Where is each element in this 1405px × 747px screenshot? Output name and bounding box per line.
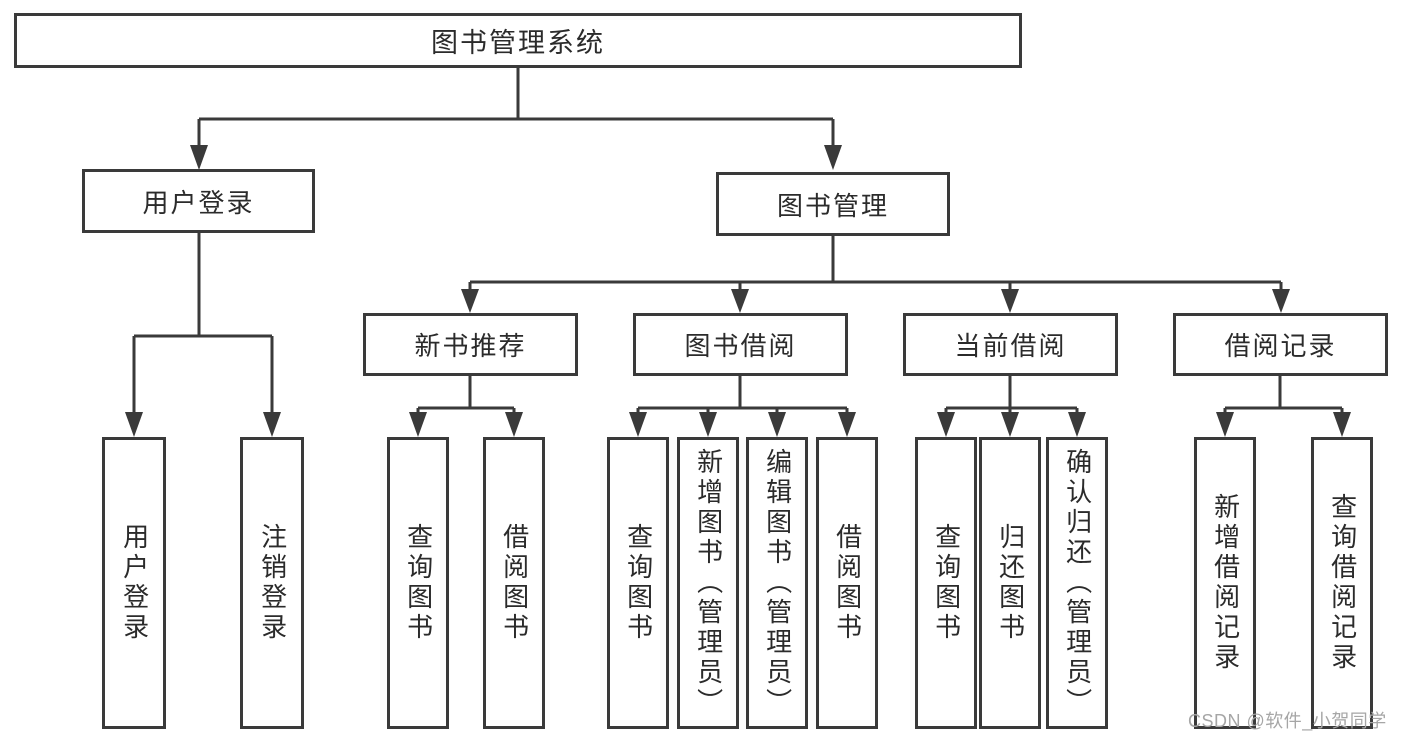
leaf-nb-query-books: 查询图书 — [387, 437, 449, 729]
leaf-bb-add-books-admin-label: 新增图书（管理员） — [693, 448, 724, 718]
leaf-br-add-borrow-record: 新增借阅记录 — [1194, 437, 1256, 729]
node-book-management-label: 图书管理 — [776, 190, 889, 221]
node-book-borrowing-label: 图书借阅 — [684, 331, 797, 361]
leaf-br-query-borrow-record: 查询借阅记录 — [1311, 437, 1373, 729]
leaf-bb-edit-books-admin: 编辑图书（管理员） — [746, 437, 808, 729]
leaf-bb-add-books-admin: 新增图书（管理员） — [677, 437, 739, 729]
node-borrowing-records-label: 借阅记录 — [1224, 331, 1337, 361]
node-new-book-recommendation: 新书推荐 — [363, 313, 578, 376]
leaf-cb-confirm-return-admin-label: 确认归还（管理员） — [1062, 448, 1093, 718]
node-user-login-label: 用户登录 — [142, 187, 255, 218]
leaf-cb-return-books: 归还图书 — [979, 437, 1041, 729]
leaf-cb-return-books-label: 归还图书 — [995, 523, 1026, 643]
node-root-label: 图书管理系统 — [431, 28, 605, 58]
node-current-borrowing: 当前借阅 — [903, 313, 1118, 376]
leaf-nb-borrow-books: 借阅图书 — [483, 437, 545, 729]
leaf-br-query-borrow-record-label: 查询借阅记录 — [1327, 493, 1358, 673]
leaf-bb-borrow-books: 借阅图书 — [816, 437, 878, 729]
node-root: 图书管理系统 — [14, 13, 1022, 68]
leaf-logout-label: 注销登录 — [257, 523, 288, 643]
connector-book-borrowing-children — [629, 376, 856, 437]
node-borrowing-records: 借阅记录 — [1173, 313, 1388, 376]
csdn-watermark: CSDN @软件_小贺同学 — [1188, 711, 1387, 731]
node-user-login: 用户登录 — [82, 169, 315, 233]
leaf-cb-query-books: 查询图书 — [915, 437, 977, 729]
leaf-bb-borrow-books-label: 借阅图书 — [832, 523, 863, 643]
leaf-bb-query-books-label: 查询图书 — [623, 523, 654, 643]
leaf-bb-query-books: 查询图书 — [607, 437, 669, 729]
node-book-management: 图书管理 — [716, 172, 950, 236]
connector-book-management-children — [461, 236, 1290, 313]
connector-root-to-level2 — [190, 68, 842, 170]
leaf-user-login-label: 用户登录 — [119, 523, 150, 643]
node-current-borrowing-label: 当前借阅 — [954, 331, 1067, 361]
connector-borrowing-records-children — [1216, 376, 1351, 437]
connector-current-borrowing-children — [937, 376, 1086, 437]
leaf-logout: 注销登录 — [240, 437, 304, 729]
leaf-cb-confirm-return-admin: 确认归还（管理员） — [1046, 437, 1108, 729]
node-book-borrowing: 图书借阅 — [633, 313, 848, 376]
leaf-user-login: 用户登录 — [102, 437, 166, 729]
connector-new-book-children — [409, 376, 523, 437]
node-new-book-recommendation-label: 新书推荐 — [414, 331, 527, 361]
leaf-br-add-borrow-record-label: 新增借阅记录 — [1210, 493, 1241, 673]
leaf-nb-query-books-label: 查询图书 — [403, 523, 434, 643]
leaf-nb-borrow-books-label: 借阅图书 — [499, 523, 530, 643]
leaf-bb-edit-books-admin-label: 编辑图书（管理员） — [762, 448, 793, 718]
leaf-cb-query-books-label: 查询图书 — [931, 523, 962, 643]
connector-user-login-children — [125, 233, 281, 437]
